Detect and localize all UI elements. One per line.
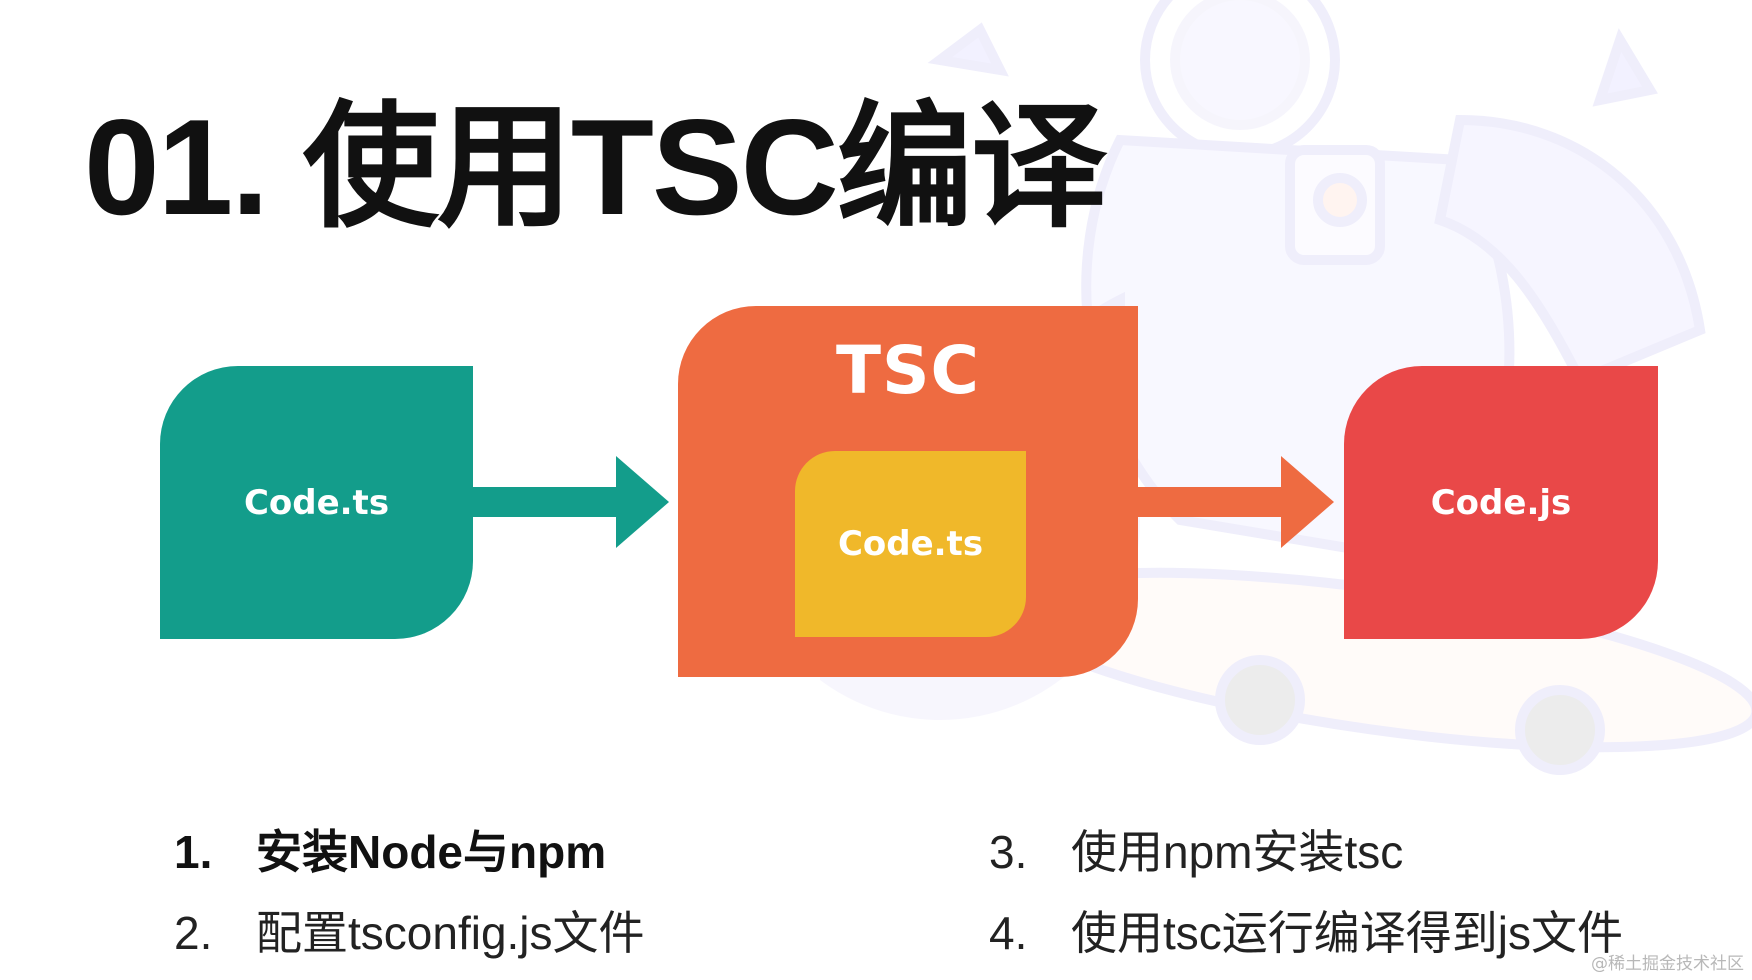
step-text: 使用tsc运行编译得到js文件 xyxy=(1071,907,1623,959)
input-code-block: Code.ts xyxy=(160,366,473,639)
step-number: 2. xyxy=(174,907,213,959)
step-text: 安装Node与npm xyxy=(256,826,607,878)
slide-title: 01. 使用TSC编译 xyxy=(84,91,1107,243)
step-number: 1. xyxy=(174,826,213,878)
arrow-right-icon xyxy=(1138,456,1334,548)
output-code-block: Code.js xyxy=(1344,366,1658,639)
step-text: 配置tsconfig.js文件 xyxy=(256,907,645,959)
arrow-right-icon xyxy=(473,456,669,548)
tsc-label: TSC xyxy=(836,332,980,409)
input-code-label: Code.ts xyxy=(243,482,390,523)
step-number: 4. xyxy=(989,907,1028,959)
inner-code-label: Code.ts xyxy=(837,524,984,564)
step-number: 3. xyxy=(989,826,1028,878)
output-code-label: Code.js xyxy=(1430,482,1572,523)
inner-code-block: Code.ts xyxy=(795,451,1026,637)
step-text: 使用npm安装tsc xyxy=(1071,826,1404,878)
watermark: @稀土掘金技术社区 xyxy=(1591,954,1744,974)
